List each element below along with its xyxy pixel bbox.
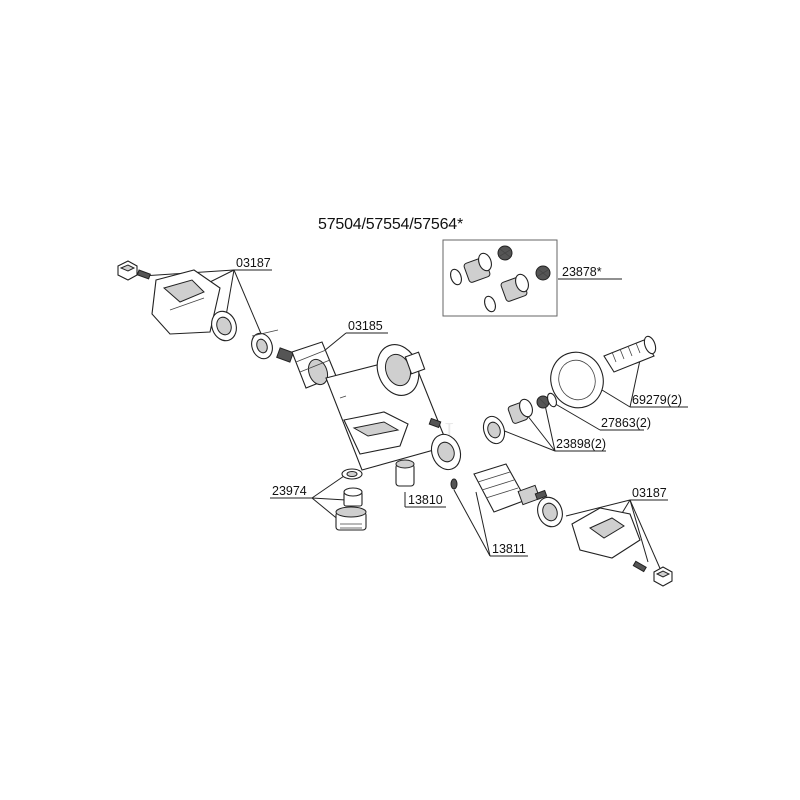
label-23898: 23898(2) <box>556 437 607 451</box>
thermostatic-cartridge-13811 <box>450 463 548 513</box>
label-23974: 23974 <box>272 484 307 498</box>
diagram-title: 57504/57554/57564* <box>318 216 463 233</box>
mixer-body <box>325 344 462 471</box>
label-03187-top: 03187 <box>236 256 271 270</box>
inset-box-23878 <box>442 239 558 317</box>
label-23878: 23878* <box>562 265 602 279</box>
label-03187-bottom: 03187 <box>632 486 667 500</box>
label-13811: 13811 <box>492 542 526 556</box>
label-13810: 13810 <box>408 493 443 507</box>
label-69279: 69279(2) <box>632 393 683 407</box>
cartridge-03185 <box>276 341 337 389</box>
right-handle-assembly <box>537 496 673 587</box>
label-27863: 27863(2) <box>601 416 652 430</box>
label-03185: 03185 <box>348 319 383 333</box>
left-handle-assembly <box>117 260 279 360</box>
right-connection-parts <box>482 335 657 445</box>
aerator-parts <box>335 459 415 531</box>
